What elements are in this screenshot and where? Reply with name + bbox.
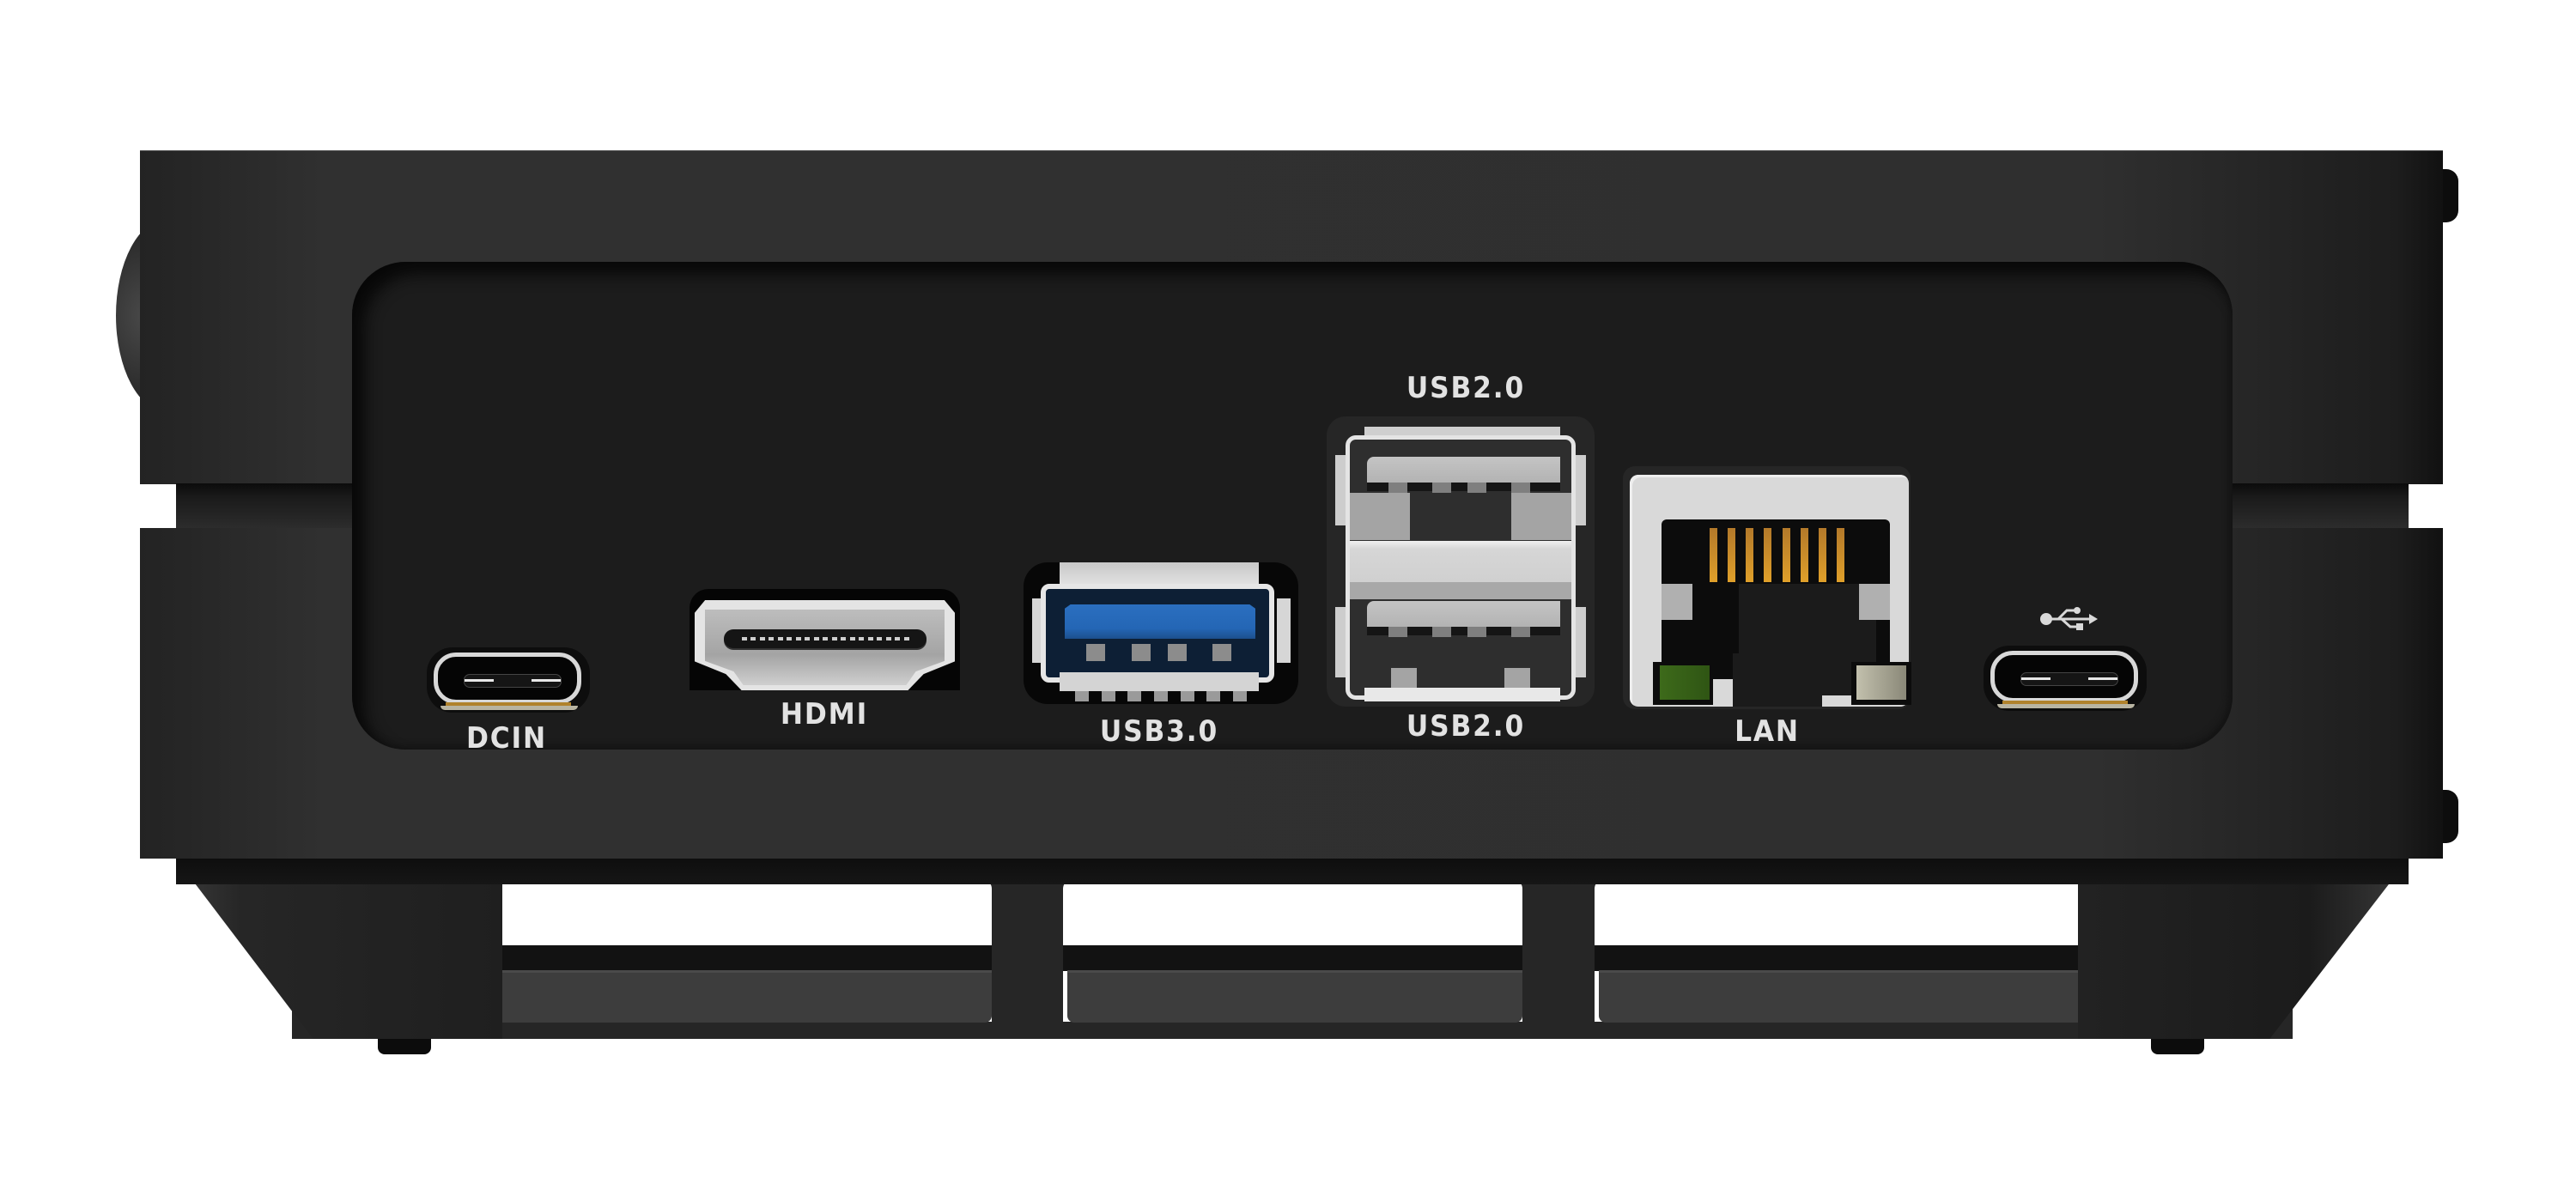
label-usb2-top: USB2.0 [1406, 371, 1526, 405]
stand-top-band [176, 859, 2409, 884]
usbc-tongue [464, 674, 562, 688]
usbc-shell [1990, 651, 2138, 702]
stand-pillar [1522, 880, 1595, 1039]
usb-trident-icon [2039, 605, 2099, 631]
port-usb2-stack [1327, 416, 1595, 707]
side-tab-top [2443, 169, 2458, 222]
usbc-gold-contacts [446, 702, 571, 707]
usb2-tongue-shadow [1367, 627, 1560, 635]
stand-rail-right [1599, 970, 2105, 1023]
usb2-latch [1511, 493, 1571, 540]
lan-guide-left [1662, 584, 1692, 620]
usb2-contact [1511, 627, 1530, 637]
usb3-contact [1086, 644, 1105, 661]
usb2-tongue-shadow [1367, 483, 1560, 491]
usbc-contact [2088, 677, 2117, 680]
stand-leg-left [176, 859, 502, 1039]
port-usb2-top[interactable] [1350, 440, 1571, 541]
usb2-side-spring [1572, 455, 1586, 525]
usb3-blue-tongue [1065, 604, 1255, 639]
usbc-gold-contacts [2002, 701, 2128, 705]
usb2-tongue [1367, 457, 1560, 483]
usb3-contact [1132, 644, 1151, 661]
port-usb2-bottom[interactable] [1350, 582, 1571, 695]
label-hdmi: HDMI [780, 697, 869, 732]
usb2-latch [1350, 493, 1410, 540]
side-tab-bottom [2443, 790, 2458, 843]
usb3-side-spring [1277, 598, 1291, 663]
stand-rail-center [1067, 970, 1522, 1023]
usb3-contact [1212, 644, 1231, 661]
label-usb3: USB3.0 [1099, 714, 1219, 749]
usb2-frame [1346, 435, 1576, 700]
lan-gold-pins [1710, 528, 1844, 582]
rubber-foot-left [378, 1039, 431, 1054]
usbc-shell [434, 653, 581, 704]
lan-guide-right [1859, 584, 1890, 620]
usb3-solder-pins [1075, 691, 1247, 701]
usb2-contact [1467, 627, 1486, 637]
usb2-contact [1432, 627, 1451, 637]
stand-leg-right [2078, 859, 2409, 1039]
usb2-contact [1432, 483, 1451, 493]
usb3-frame [1041, 584, 1274, 683]
lan-shield [1630, 475, 1911, 707]
lan-clip-notch [1733, 653, 1822, 707]
usbc-base [1997, 704, 2135, 708]
usb2-tongue [1367, 601, 1560, 627]
label-lan: LAN [1735, 714, 1800, 749]
usb3-contact [1168, 644, 1187, 661]
rail-shadow [1063, 945, 1522, 971]
lan-link-led [1660, 665, 1710, 700]
usbc-contact [532, 679, 561, 682]
lan-activity-led [1856, 665, 1906, 700]
usb2-divider [1350, 541, 1571, 582]
usb2-latch-row [1350, 582, 1571, 599]
usb3-top-cap [1060, 562, 1259, 584]
rubber-foot-right [2151, 1039, 2204, 1054]
usb2-side-spring [1572, 607, 1586, 677]
label-usb2-bottom: USB2.0 [1406, 709, 1526, 744]
label-dcin: DCIN [465, 721, 548, 756]
usbc-contact [465, 679, 494, 682]
usbc-contact [2021, 677, 2050, 680]
stand-rail-left [451, 970, 992, 1023]
usb2-contact [1511, 483, 1530, 493]
usb2-contact [1388, 483, 1407, 493]
port-dcin[interactable] [427, 647, 590, 716]
stand-pillar [992, 880, 1039, 1039]
usb2-contact [1388, 627, 1407, 637]
usb3-bottom-cap [1060, 672, 1259, 691]
usbc-tongue [2020, 672, 2118, 686]
port-usbc-data[interactable] [1984, 646, 2147, 714]
usb2-contact [1467, 483, 1486, 493]
rail-shadow [1595, 945, 2127, 971]
hdmi-pin-slot [724, 629, 927, 648]
rail-shadow [477, 945, 992, 971]
usb2-bottom-cap [1364, 688, 1560, 701]
usbc-base [440, 706, 578, 710]
